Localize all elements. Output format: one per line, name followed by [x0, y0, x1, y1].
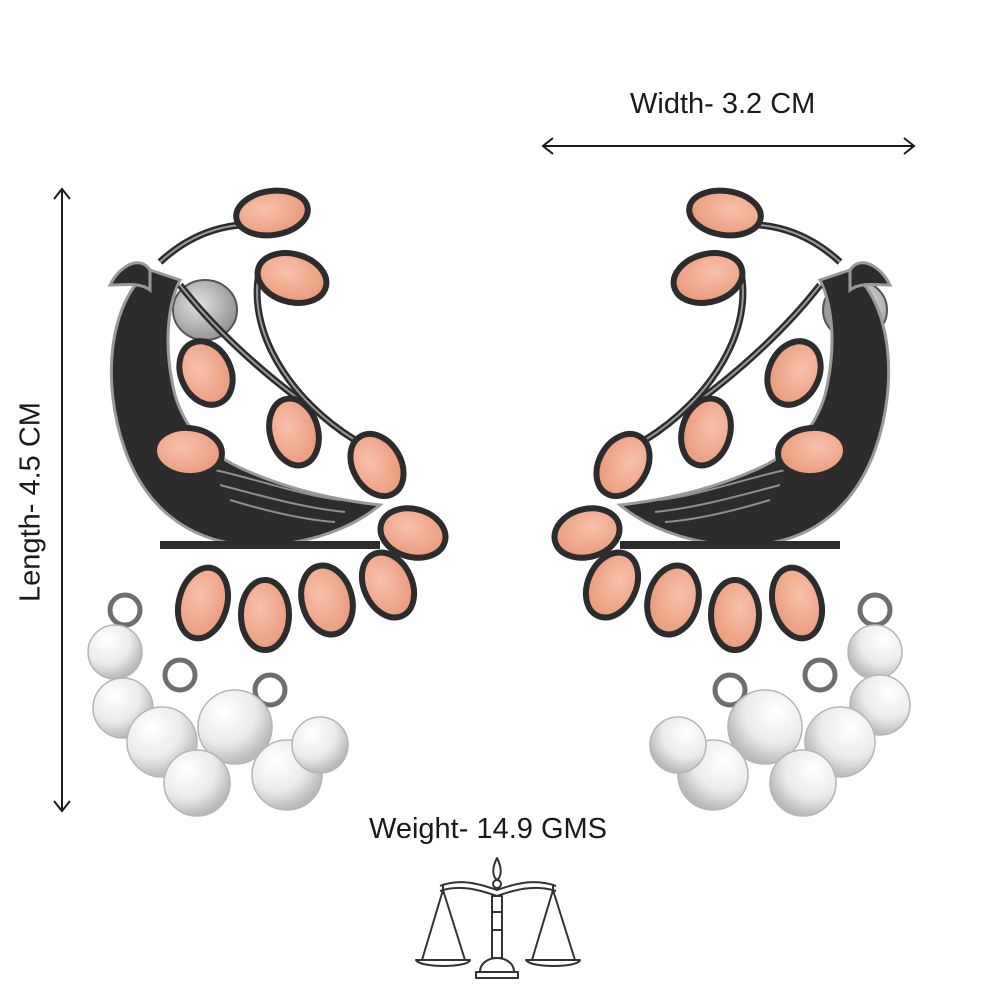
pearl [727, 689, 803, 765]
stone [708, 577, 762, 653]
stone [551, 505, 623, 561]
stone [769, 564, 825, 642]
balance-scale-icon [415, 857, 581, 979]
stone [266, 395, 322, 469]
pearl [197, 689, 273, 765]
length-label: Length- 4.5 CM [14, 402, 47, 602]
pearl [291, 716, 349, 774]
stone [764, 338, 824, 408]
length-arrow-icon [53, 187, 71, 813]
stone [678, 395, 734, 469]
stone [347, 431, 407, 499]
stone [254, 250, 330, 306]
stone [775, 424, 849, 480]
stone [644, 562, 702, 638]
pearl [163, 749, 231, 817]
pearl [847, 624, 903, 680]
stone [298, 562, 356, 638]
stone [176, 338, 236, 408]
peacock-head [848, 261, 893, 294]
stone [238, 577, 292, 653]
stone [377, 505, 449, 561]
stone [175, 564, 231, 642]
stone [358, 549, 418, 621]
width-arrow-icon [541, 137, 916, 155]
left-earring [87, 187, 449, 817]
stone [582, 549, 642, 621]
pearl [649, 716, 707, 774]
right-earring [551, 187, 911, 817]
stone [233, 187, 311, 239]
width-label: Width- 3.2 CM [630, 88, 816, 120]
stone [686, 187, 764, 239]
stone [593, 431, 653, 499]
peacock-head [107, 261, 152, 294]
stone [670, 250, 746, 306]
stone [151, 424, 225, 480]
pearl [87, 624, 143, 680]
pearl [769, 749, 837, 817]
weight-label: Weight- 14.9 GMS [369, 813, 608, 845]
